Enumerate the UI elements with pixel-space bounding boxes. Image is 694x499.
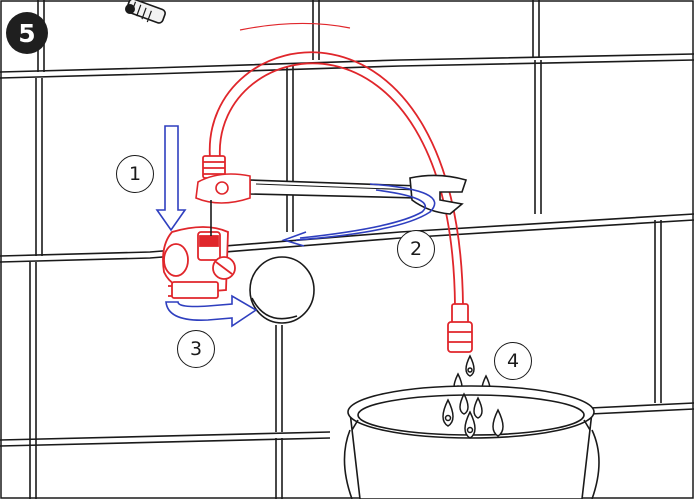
shutoff-valve — [162, 226, 236, 299]
callout-1: 1 — [116, 155, 154, 193]
callout-3: 3 — [177, 330, 215, 368]
bucket — [343, 385, 600, 499]
callout-4: 4 — [494, 342, 532, 380]
wall-outlet — [249, 256, 315, 324]
hose-bottom-fitting — [447, 303, 473, 353]
water-drops-front — [442, 392, 504, 439]
arrow-push-down — [155, 125, 187, 232]
hose-top-fitting — [202, 155, 226, 179]
arrow-turn-valve — [165, 294, 258, 328]
arrow-turn-wrench — [281, 183, 436, 247]
step-number-badge: 5 — [6, 12, 48, 54]
wall-anchor — [125, 0, 166, 24]
callout-2: 2 — [397, 230, 435, 268]
